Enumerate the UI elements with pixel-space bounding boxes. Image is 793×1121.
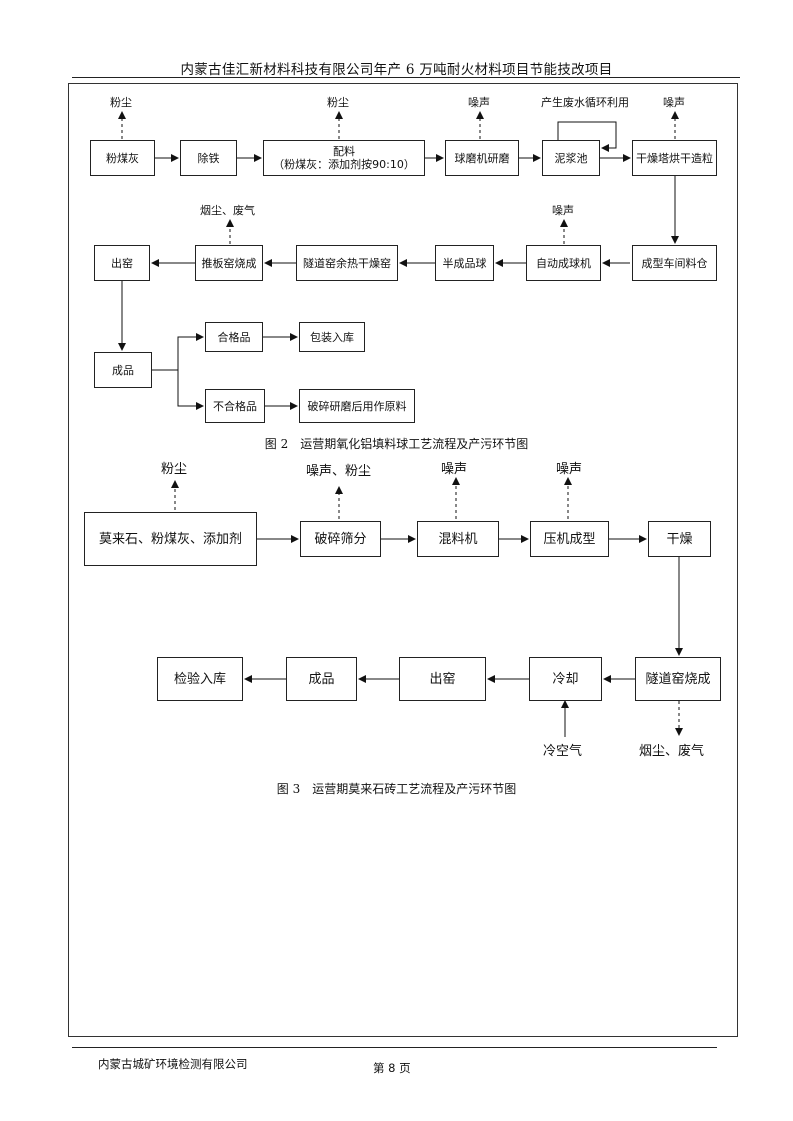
- box-crushed-raw: 破碎研磨后用作原料: [299, 389, 415, 423]
- box-tunnel-kiln: 隧道窑烧成: [635, 657, 721, 701]
- box-ball-mill: 球磨机研磨: [445, 140, 519, 176]
- figure2-caption: 图 2 运营期氧化铝填料球工艺流程及产污环节图: [264, 437, 529, 451]
- box-crush-screen: 破碎筛分: [300, 521, 381, 557]
- content-frame: [68, 83, 738, 1037]
- label-noise-baller: 噪声: [552, 204, 574, 217]
- footer-company: 内蒙古城矿环境检测有限公司: [98, 1057, 248, 1071]
- footer-rule: [72, 1047, 717, 1048]
- label-wastewater: 产生废水循环利用: [541, 96, 629, 109]
- box-product: 成品: [94, 352, 152, 388]
- box-kiln-out: 出窑: [399, 657, 486, 701]
- box-cooling: 冷却: [529, 657, 602, 701]
- box-flyash: 粉煤灰: [90, 140, 155, 176]
- batching-line1: 配料: [333, 145, 355, 158]
- box-batching: 配料 （粉煤灰：添加剂按90:10）: [263, 140, 425, 176]
- box-workshop-bin: 成型车间料仓: [632, 245, 717, 281]
- box-packing: 包装入库: [299, 322, 365, 352]
- page-number: 第 8 页: [373, 1061, 411, 1075]
- box-semi-ball: 半成品球: [435, 245, 494, 281]
- label-dust: 粉尘: [161, 462, 188, 477]
- label-smoke-gas: 烟尘、废气: [200, 204, 255, 217]
- label-cold-air: 冷空气: [543, 744, 583, 759]
- box-auto-baller: 自动成球机: [526, 245, 601, 281]
- label-noise-mixer: 噪声: [441, 462, 468, 477]
- arrow-wastewater-loop: [557, 121, 617, 152]
- label-noise-mill: 噪声: [468, 96, 490, 109]
- box-iron-removal: 除铁: [180, 140, 237, 176]
- label-smoke-gas: 烟尘、废气: [639, 744, 705, 759]
- label-noise-press: 噪声: [556, 462, 583, 477]
- label-dust2: 粉尘: [327, 96, 349, 109]
- box-inspect-store: 检验入库: [157, 657, 243, 701]
- box-pusher-kiln: 推板窑烧成: [195, 245, 263, 281]
- box-mixer: 混料机: [417, 521, 499, 557]
- box-kiln-out: 出窑: [94, 245, 150, 281]
- box-dry: 干燥: [648, 521, 711, 557]
- batching-line2: （粉煤灰：添加剂按90:10）: [273, 158, 415, 171]
- box-spray-dryer: 干燥塔烘干造粒: [632, 140, 717, 176]
- arrow-product-unqualified: [177, 370, 204, 410]
- arrow-product-qualified: [152, 333, 204, 371]
- box-slurry-tank: 泥浆池: [542, 140, 600, 176]
- box-qualified: 合格品: [205, 322, 263, 352]
- label-dust1: 粉尘: [110, 96, 132, 109]
- box-tunnel-dryer: 隧道窑余热干燥窑: [296, 245, 398, 281]
- box-raw-mix: 莫来石、粉煤灰、添加剂: [84, 512, 257, 566]
- label-noise-dryer: 噪声: [663, 96, 685, 109]
- box-unqualified: 不合格品: [205, 389, 265, 423]
- box-product: 成品: [286, 657, 357, 701]
- page-header-title: 内蒙古佳汇新材料科技有限公司年产 6 万吨耐火材料项目节能技改项目: [180, 62, 613, 78]
- header-rule: [72, 77, 740, 78]
- label-noise-dust: 噪声、粉尘: [306, 464, 372, 479]
- figure3-caption: 图 3 运营期莫来石砖工艺流程及产污环节图: [276, 782, 517, 796]
- box-press: 压机成型: [530, 521, 609, 557]
